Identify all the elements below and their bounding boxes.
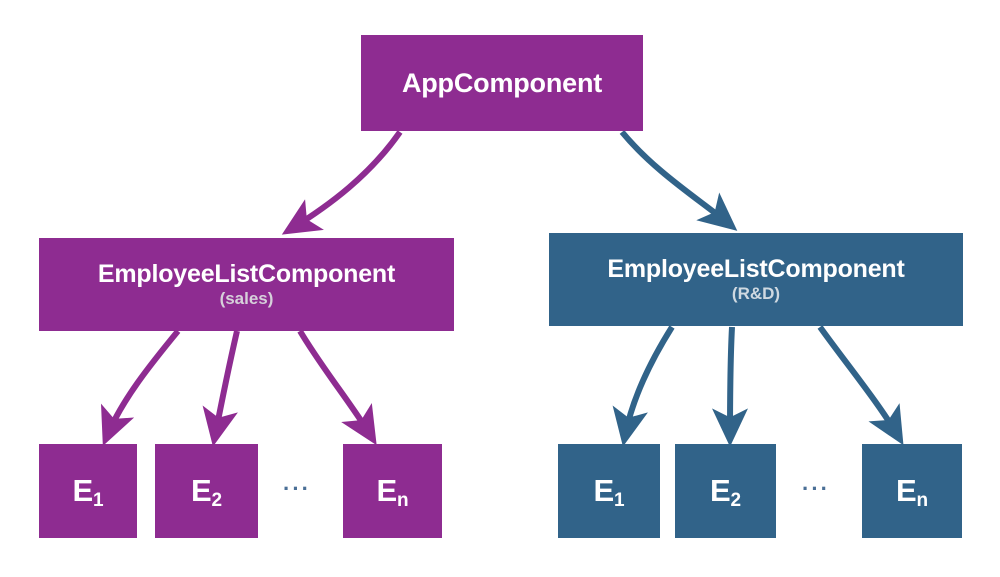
node-employee-list-sales-label: EmployeeListComponent [97,259,396,288]
ellipsis-rnd: ··· [802,476,830,501]
edge-app-to-sales [281,130,403,235]
node-employee-sales-2[interactable]: E2 [155,444,258,538]
leaf-subscript: 2 [211,489,223,511]
node-employee-list-rnd-subtitle: (R&D) [731,283,781,303]
node-employee-sales-1-label: E1 [72,472,104,511]
node-app-component[interactable]: AppComponent [361,35,643,131]
edge-sales-to-e1 [101,329,181,446]
node-employee-sales-2-label: E2 [190,472,223,511]
node-employee-sales-n[interactable]: En [343,444,442,538]
leaf-subscript: 1 [92,489,104,511]
leaf-subscript: 2 [730,489,742,511]
edge-rnd-to-en [817,325,904,446]
leaf-subscript: n [396,489,409,511]
node-employee-rnd-n-label: En [895,472,929,511]
edge-sales-to-en [297,329,377,446]
node-employee-rnd-2-label: E2 [709,472,742,511]
node-employee-list-rnd-label: EmployeeListComponent [607,254,905,283]
leaf-base: E [190,472,212,508]
node-employee-list-sales-subtitle: (sales) [219,288,274,308]
node-employee-rnd-1[interactable]: E1 [558,444,660,538]
ellipsis-sales: ··· [283,476,311,501]
edge-rnd-to-e2 [712,326,749,447]
node-app-component-label: AppComponent [401,67,603,98]
node-employee-rnd-1-label: E1 [593,472,625,511]
leaf-base: E [895,472,917,508]
node-employee-sales-1[interactable]: E1 [39,444,137,538]
node-employee-list-sales[interactable]: EmployeeListComponent (sales) [39,238,454,331]
node-employee-rnd-2[interactable]: E2 [675,444,776,538]
leaf-subscript: n [916,489,929,511]
edge-app-to-rnd [619,130,738,231]
node-employee-sales-n-label: En [376,472,409,511]
leaf-base: E [72,472,93,508]
edge-sales-to-e2 [202,330,240,447]
node-employee-list-rnd[interactable]: EmployeeListComponent (R&D) [549,233,963,326]
leaf-base: E [593,472,614,508]
edge-rnd-to-e1 [612,325,675,447]
leaf-subscript: 1 [613,489,625,511]
node-employee-rnd-n[interactable]: En [862,444,962,538]
leaf-base: E [376,472,397,508]
leaf-base: E [709,472,731,508]
